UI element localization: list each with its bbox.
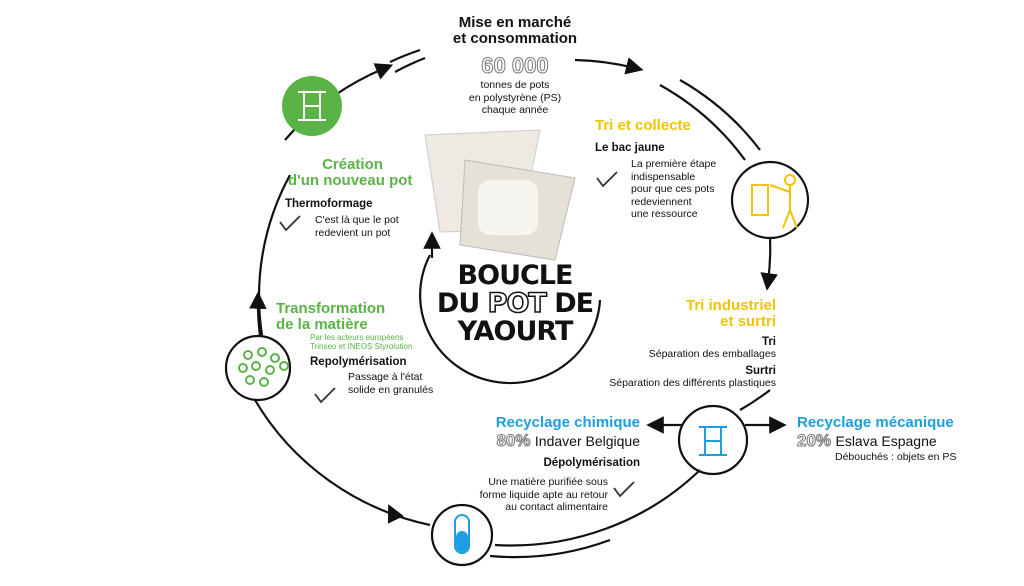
sorting-desc: redeviennent — [631, 195, 692, 208]
surtri-label: Surtri — [745, 364, 776, 377]
chemical-desc-line: Une matière purifiée sous — [488, 476, 608, 488]
industrial-title-2: et surtri — [720, 313, 776, 330]
sorting-machine-circle — [677, 404, 749, 476]
sorting-title: Tri et collecte — [595, 117, 691, 134]
title-line-2: DU POT DE — [425, 288, 605, 319]
creation-desc: redevient un pot — [315, 226, 391, 239]
market-desc: en polystyrène (PS) — [468, 91, 562, 104]
center-circle — [419, 254, 602, 385]
chemical-section: Recyclage chimique 80% Indaver Belgique … — [470, 414, 641, 470]
tri-label: Tri — [761, 336, 776, 348]
creation-section: Création d'un nouveau pot — [288, 156, 412, 189]
title-de: DE — [554, 288, 594, 319]
sorting-desc: indispensable — [631, 170, 696, 183]
surtri-desc: Séparation des différents plastiques — [609, 376, 776, 389]
pot-mould-icon — [298, 91, 326, 121]
yogurt-pots-image — [424, 129, 576, 261]
ring-double-line — [389, 48, 421, 63]
chemical-desc-line: forme liquide apte au retour — [479, 488, 608, 501]
creation-title-1: Création — [322, 156, 383, 173]
market-section: Mise en marché et consommation 60 000 to… — [440, 15, 590, 117]
ring-bottom-left — [254, 399, 431, 527]
market-desc: tonnes de pots — [480, 79, 550, 91]
title-du: DU — [436, 288, 480, 319]
transformation-desc: solide en granulés — [348, 383, 434, 396]
transformation-desc: Passage à l'état — [348, 371, 423, 383]
transformation-actors: Par les acteurs européens — [310, 333, 404, 342]
sorting-machine-icon — [699, 426, 727, 456]
industrial-section: Tri industriel et surtri Tri Séparation … — [560, 298, 776, 389]
transformation-section: Transformation de la matière Par les act… — [276, 301, 433, 396]
arrow-to-industrial — [760, 237, 778, 291]
chemical-desc-line: au contact alimentaire — [505, 501, 608, 513]
mechanical-section: Recyclage mécanique 20% Eslava Espagne D… — [796, 414, 957, 464]
title-line-3: YAOURT — [457, 316, 574, 347]
creation-title-2: d'un nouveau pot — [288, 172, 413, 189]
mechanical-title: Recyclage mécanique — [797, 414, 954, 431]
creation-subtitle: Thermoformage — [285, 198, 373, 210]
granules-icon — [238, 347, 289, 387]
market-title-1: Mise en marché — [458, 14, 572, 31]
title-line-1: BOUCLE — [457, 260, 574, 291]
chemical-desc: Une matière purifiée sous forme liquide … — [440, 476, 608, 514]
mechanical-desc: Débouchés : objets en PS — [835, 451, 957, 463]
chemical-subtitle: Dépolymérisation — [543, 457, 641, 469]
chemical-percent: 80% — [496, 431, 531, 451]
sorting-desc: pour que ces pots — [631, 183, 715, 195]
check-icons — [279, 171, 635, 498]
center-title: BOUCLE DU POT DE YAOURT — [425, 262, 605, 346]
sorting-desc: une ressource — [631, 208, 698, 220]
test-tube-icon — [454, 514, 470, 554]
transformation-actors: Trinseo et INEOS Styrolution — [310, 342, 413, 351]
sorting-subtitle: Le bac jaune — [595, 142, 665, 154]
mechanical-company: Eslava Espagne — [835, 433, 937, 449]
mechanical-percent: 20% — [796, 431, 832, 451]
market-desc: chaque année — [481, 104, 549, 116]
chemical-title: Recyclage chimique — [495, 414, 640, 431]
sorting-section: Tri et collecte Le bac jaune La première… — [595, 118, 716, 221]
transformation-title-1: Transformation — [276, 300, 386, 317]
transformation-subtitle: Repolymérisation — [310, 356, 407, 368]
title-pot: POT — [487, 288, 548, 319]
chemical-company: Indaver Belgique — [534, 433, 640, 449]
market-tonnage: 60 000 — [481, 53, 549, 79]
market-title-2: et consommation — [452, 30, 578, 47]
arrow-to-collect — [574, 57, 644, 75]
creation-details: Thermoformage C'est là que le pot redevi… — [285, 198, 399, 239]
sorting-desc: La première étape — [631, 158, 717, 170]
tri-desc: Séparation des emballages — [648, 348, 776, 360]
transformation-title-2: de la matière — [276, 316, 368, 333]
recycling-bin-person-icon — [751, 174, 798, 229]
creation-desc: C'est là que le pot — [315, 214, 399, 226]
industrial-title-1: Tri industriel — [685, 297, 776, 314]
